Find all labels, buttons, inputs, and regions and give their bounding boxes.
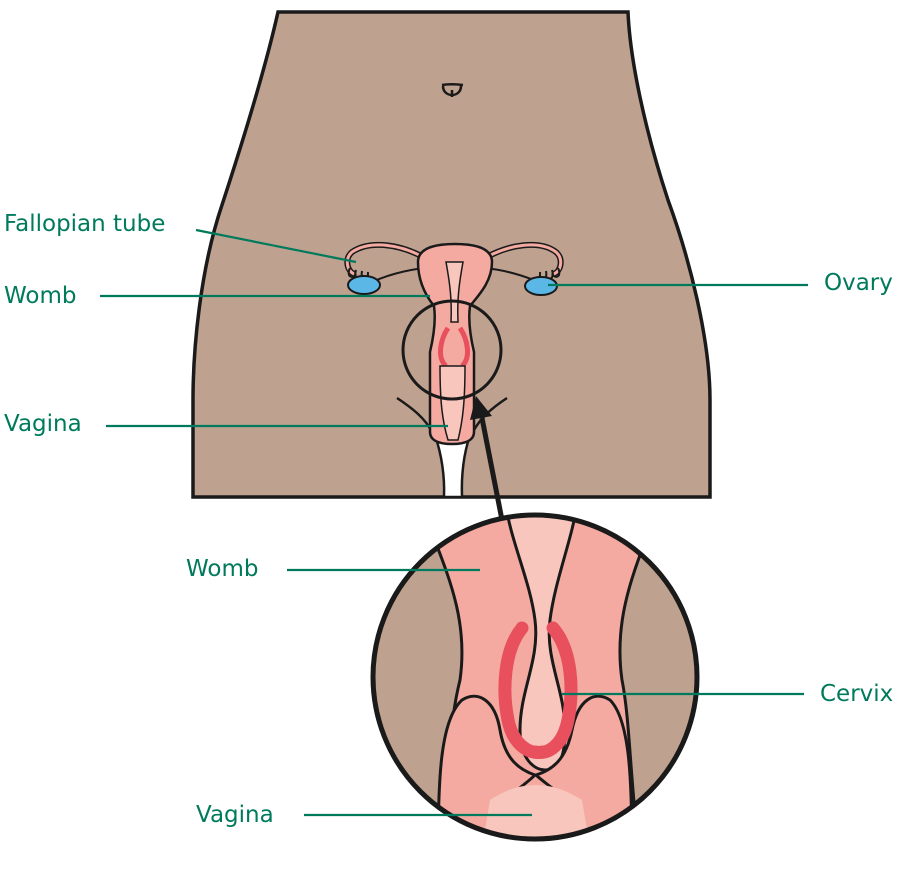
- fallopian-tube-left-inner: [345, 243, 426, 276]
- fallopian-tube-right-inner: [484, 243, 563, 276]
- arrow-up-icon: [470, 396, 492, 420]
- zoom-cervix-lining-right: [529, 621, 578, 759]
- magnifier-circle-large: [370, 512, 700, 842]
- navel-icon: [441, 83, 464, 97]
- zoom-cervix-lining-left: [498, 621, 549, 759]
- vaginal-canal-small: [439, 365, 466, 441]
- cervix-lining-left-small: [438, 326, 451, 368]
- label-ovary: Ovary: [824, 270, 893, 296]
- zoom-arrow-line: [479, 417, 505, 521]
- label-womb-top: Womb: [4, 283, 77, 309]
- ovary-left: [347, 275, 381, 295]
- label-cervix: Cervix: [820, 681, 894, 707]
- leader-fallopian-tube: [195, 228, 357, 264]
- zoom-vaginal-canal: [480, 785, 592, 839]
- label-vagina-top: Vagina: [4, 411, 82, 437]
- magnifier-circle-small: [401, 299, 503, 401]
- label-vagina-zoom: Vagina: [196, 802, 274, 828]
- zoom-detail: [373, 515, 697, 839]
- uterine-cavity: [445, 261, 464, 323]
- label-womb-zoom: Womb: [186, 556, 259, 582]
- cervix-lining-right-small: [457, 326, 470, 368]
- label-fallopian-tube: Fallopian tube: [4, 211, 166, 237]
- leg-gap: [433, 433, 472, 499]
